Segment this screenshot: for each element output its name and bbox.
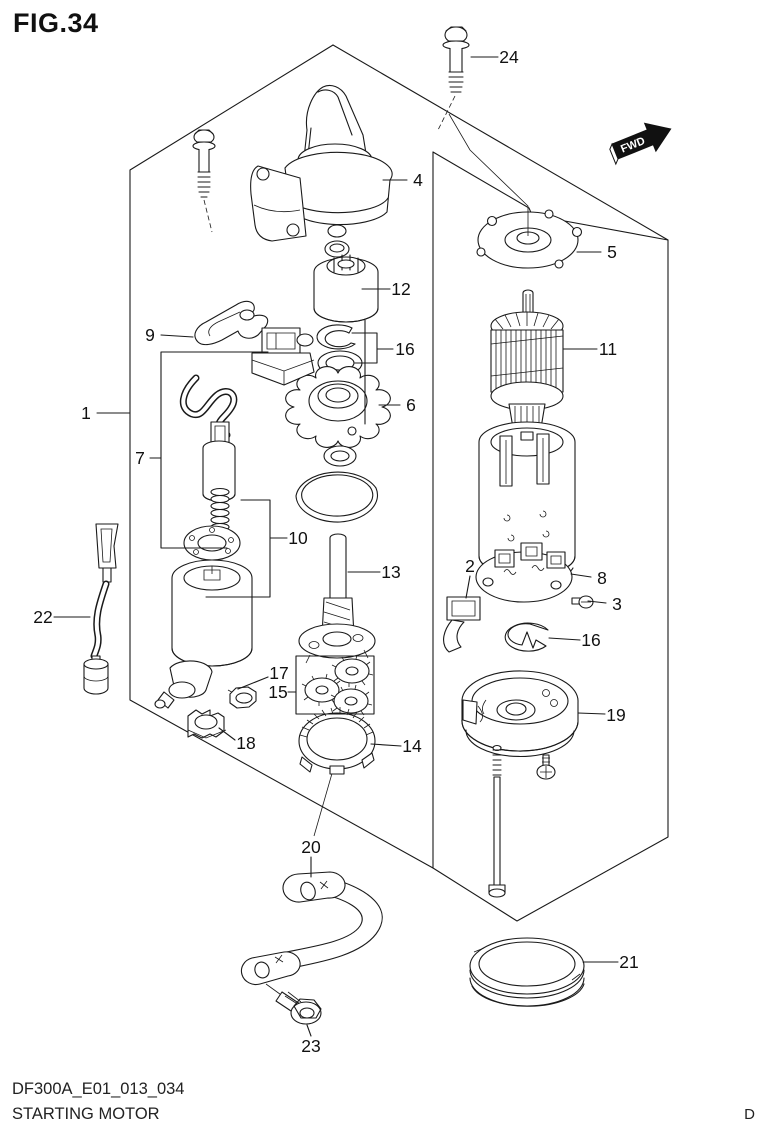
callout-9: 9 xyxy=(145,325,155,345)
terminal-2 xyxy=(443,596,481,653)
callout-5: 5 xyxy=(607,242,617,262)
armature-11 xyxy=(490,289,564,438)
drawing-code: DF300A_E01_013_034 xyxy=(12,1080,185,1098)
callout-19: 19 xyxy=(606,705,625,725)
callout-18: 18 xyxy=(236,733,255,753)
fwd-arrow-icon: FWD xyxy=(609,122,672,166)
stopper-plate-5 xyxy=(448,113,583,269)
callout-2: 2 xyxy=(465,556,475,576)
brush-holder-8 xyxy=(475,542,573,603)
planet-gears-15 xyxy=(301,654,374,717)
callout-17: 17 xyxy=(269,663,288,683)
lead-wire-22 xyxy=(83,523,119,695)
small-screw xyxy=(536,754,556,780)
bolt-24 xyxy=(437,26,470,131)
knurled-cap-6 xyxy=(285,366,391,523)
callout-3: 3 xyxy=(612,594,622,614)
collar-18 xyxy=(187,709,227,739)
figure-number: FIG.34 xyxy=(13,8,99,38)
callout-16: 16 xyxy=(581,630,600,650)
callout-22: 22 xyxy=(33,607,52,627)
callout-4: 4 xyxy=(413,170,423,190)
callout-numbers: 1234567891011121314151616171819202122232… xyxy=(33,47,638,1056)
spring xyxy=(210,487,230,532)
callout-6: 6 xyxy=(406,395,416,415)
callout-24: 24 xyxy=(499,47,519,67)
callout-8: 8 xyxy=(597,568,607,588)
solenoid-housing-4 xyxy=(250,84,393,258)
callout-1: 1 xyxy=(81,403,91,423)
band-ring-21 xyxy=(469,937,585,1007)
end-cap-19 xyxy=(461,670,579,758)
callout-7: 7 xyxy=(135,448,145,468)
callout-23: 23 xyxy=(301,1036,320,1056)
pinion-gear-12 xyxy=(313,254,379,323)
relay-and-plunger-7 xyxy=(179,327,315,532)
lock-washer-16b xyxy=(504,622,549,652)
drive-shaft-13 xyxy=(298,533,376,664)
motor-yoke xyxy=(478,421,576,583)
nut-17 xyxy=(227,686,257,709)
callout-16: 16 xyxy=(395,339,414,359)
clamp-9 xyxy=(194,300,269,346)
callout-12: 12 xyxy=(391,279,410,299)
callout-20: 20 xyxy=(301,837,321,857)
callout-13: 13 xyxy=(381,562,400,582)
page-letter: D xyxy=(744,1106,755,1123)
solenoid-body-10 xyxy=(154,525,253,709)
ring-gear-14 xyxy=(298,707,376,775)
callout-10: 10 xyxy=(288,528,308,548)
band-strap-20 xyxy=(240,871,383,986)
footer: DF300A_E01_013_034 STARTING MOTOR xyxy=(12,1077,184,1127)
callout-15: 15 xyxy=(268,682,287,702)
screw-3 xyxy=(571,595,594,609)
bolt-23 xyxy=(265,983,322,1025)
callout-leaders xyxy=(53,56,619,1037)
isometric-panels xyxy=(129,44,669,922)
figure-caption: STARTING MOTOR xyxy=(12,1105,160,1123)
callout-11: 11 xyxy=(599,339,617,359)
callout-21: 21 xyxy=(619,952,638,972)
through-bolt xyxy=(488,744,506,898)
mount-bolt-left xyxy=(192,129,216,233)
callout-14: 14 xyxy=(402,736,422,756)
